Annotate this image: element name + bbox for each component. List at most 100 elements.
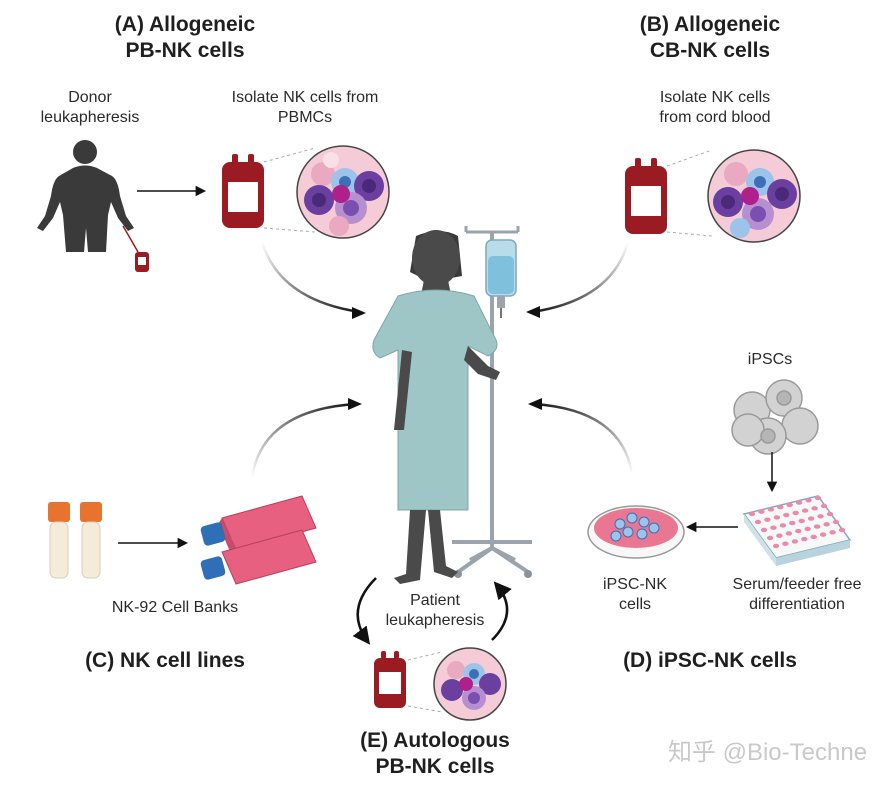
plate-well bbox=[811, 506, 818, 511]
section-e-title-line1: (E) Autologous bbox=[360, 729, 510, 752]
plate-well bbox=[829, 530, 836, 535]
patient-icon bbox=[372, 230, 500, 584]
donor-leukapheresis-label: Donor leukapheresis bbox=[20, 88, 160, 128]
blood-bag-icon bbox=[374, 651, 406, 708]
plate-well bbox=[779, 523, 787, 528]
donor-silhouette-icon bbox=[37, 140, 134, 252]
section-b-title-line1: (B) Allogeneic bbox=[639, 13, 781, 36]
well-plate-icon bbox=[742, 495, 852, 566]
cell-cluster-icon bbox=[433, 647, 507, 721]
curved-arrow-e-up bbox=[491, 581, 512, 641]
petri-dish-icon bbox=[587, 505, 685, 559]
cell-cluster-icon bbox=[296, 145, 390, 239]
plate-well bbox=[782, 541, 789, 546]
culture-flask-icon bbox=[200, 495, 317, 585]
plate-well bbox=[804, 526, 811, 532]
plate-well bbox=[777, 504, 784, 510]
ipsc-nk-line1: iPSC-NK bbox=[602, 576, 667, 593]
plate-well bbox=[770, 525, 777, 530]
section-e-title-line2: PB-NK cells bbox=[375, 755, 495, 779]
blood-bag-icon bbox=[135, 252, 149, 272]
plate-well bbox=[826, 511, 834, 517]
plate-well bbox=[801, 508, 809, 513]
patient-leukapheresis-label: Patient leukapheresis bbox=[370, 591, 500, 631]
plate-well bbox=[786, 502, 793, 508]
ipsc-nk-cells-label: iPSC-NK cells bbox=[585, 575, 685, 615]
section-a-title: (A) Allogeneic PB-NK cells bbox=[85, 12, 285, 65]
patient-label-line1: Patient bbox=[410, 592, 460, 609]
differentiation-line2: differentiation bbox=[749, 596, 845, 613]
plate-well bbox=[791, 539, 799, 544]
arrowhead bbox=[352, 307, 366, 319]
plate-well bbox=[814, 495, 822, 501]
plate-well bbox=[795, 500, 803, 505]
zoom-line bbox=[263, 147, 316, 163]
cord-blood-line1: Isolate NK cells bbox=[659, 89, 771, 106]
section-e-title: (E) Autologous PB-NK cells bbox=[335, 728, 535, 781]
curved-arrow-d bbox=[533, 402, 634, 475]
blood-tube bbox=[122, 225, 139, 253]
section-a-title-line2: PB-NK cells bbox=[125, 39, 245, 63]
vial-icon bbox=[48, 502, 70, 579]
nk92-caption: NK-92 Cell Banks bbox=[111, 599, 239, 616]
plate-well bbox=[817, 514, 824, 519]
plate-well bbox=[754, 519, 762, 525]
plate-well bbox=[773, 515, 781, 520]
iv-stand-icon bbox=[452, 226, 532, 578]
curved-arrow-b bbox=[531, 241, 630, 314]
plate-well bbox=[766, 535, 774, 541]
ipscs-label: iPSCs bbox=[747, 351, 793, 368]
plate-well bbox=[776, 533, 783, 538]
plate-well bbox=[813, 524, 821, 529]
plate-well bbox=[819, 532, 827, 537]
section-b-title-line2: CB-NK cells bbox=[649, 39, 771, 63]
curved-arrow-c bbox=[250, 402, 357, 479]
plate-well bbox=[789, 520, 796, 526]
curved-arrow-a bbox=[260, 241, 361, 314]
zoom-line bbox=[407, 705, 443, 713]
plate-well bbox=[805, 498, 812, 503]
section-d-title: (D) iPSC-NK cells bbox=[623, 649, 797, 672]
vial-icon bbox=[80, 502, 102, 579]
zoom-line bbox=[666, 231, 713, 237]
cell-cluster-icon bbox=[707, 149, 801, 243]
curved-arrow-e-down bbox=[352, 577, 377, 645]
zoom-line bbox=[407, 651, 443, 661]
stem-cell-icon bbox=[731, 379, 819, 455]
section-c-title: (C) NK cell lines bbox=[85, 649, 245, 672]
watermark: 知乎 @Bio-Techne bbox=[667, 739, 868, 766]
section-a-title-line1: (A) Allogeneic bbox=[114, 13, 256, 36]
plate-well bbox=[785, 531, 793, 536]
plate-well bbox=[832, 519, 840, 525]
plate-well bbox=[792, 510, 799, 516]
differentiation-line1: Serum/feeder free bbox=[732, 576, 862, 593]
plate-well bbox=[810, 534, 817, 540]
ipsc-nk-line2: cells bbox=[618, 596, 651, 613]
plate-well bbox=[801, 536, 808, 542]
blood-bag-icon bbox=[625, 158, 667, 234]
plate-well bbox=[748, 511, 756, 517]
arrowhead bbox=[528, 398, 542, 410]
plate-well bbox=[783, 512, 790, 518]
plate-well bbox=[807, 516, 815, 521]
plate-well bbox=[758, 509, 765, 514]
section-b-title: (B) Allogeneic CB-NK cells bbox=[610, 12, 810, 65]
plate-well bbox=[795, 528, 802, 534]
plate-well bbox=[820, 503, 828, 509]
plate-well bbox=[764, 517, 771, 522]
zoom-line bbox=[666, 149, 713, 167]
zoom-line bbox=[263, 227, 316, 233]
arrowhead bbox=[348, 398, 362, 410]
isolate-cord-blood-label: Isolate NK cells from cord blood bbox=[630, 88, 800, 128]
differentiation-label: Serum/feeder free differentiation bbox=[712, 575, 882, 615]
plate-well bbox=[772, 543, 780, 549]
plate-well bbox=[760, 527, 768, 533]
plate-well bbox=[823, 522, 830, 527]
donor-label-line1: Donor bbox=[68, 89, 112, 106]
patient-label-line2: leukapheresis bbox=[385, 612, 485, 629]
isolate-pbmc-line1: Isolate NK cells from bbox=[231, 89, 379, 106]
arrowhead bbox=[526, 306, 540, 318]
plate-well bbox=[767, 507, 775, 512]
donor-label-line2: leukapheresis bbox=[40, 109, 140, 126]
